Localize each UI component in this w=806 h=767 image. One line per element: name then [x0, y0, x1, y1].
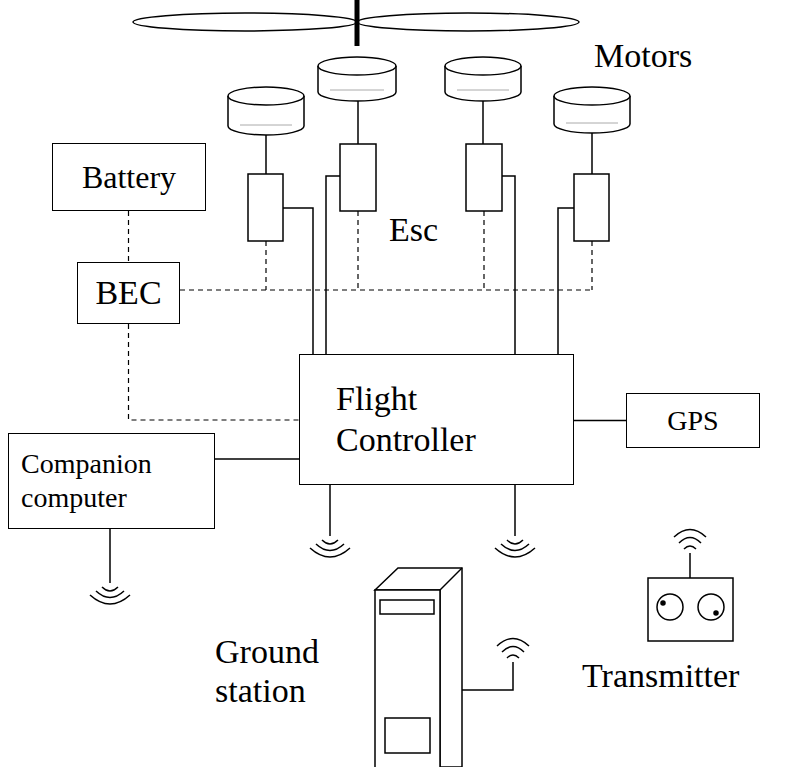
transmitter-label: Transmitter	[582, 656, 804, 695]
shaft	[355, 0, 360, 46]
motor	[554, 87, 630, 133]
node-text: Flight Controller	[336, 379, 535, 461]
battery-box: Battery	[52, 143, 206, 211]
motor-wire	[266, 101, 592, 174]
connector	[215, 458, 299, 460]
transmitter-device	[648, 530, 733, 642]
motor	[445, 57, 521, 101]
power-wire	[180, 211, 592, 290]
connector	[574, 420, 626, 422]
bec-box: BEC	[77, 262, 180, 324]
motors-label: Motors	[594, 36, 794, 75]
node-text: BEC	[86, 273, 171, 314]
signal-wire	[283, 176, 574, 354]
antenna	[462, 639, 529, 691]
motor	[318, 57, 396, 101]
ground-station-tower	[375, 568, 462, 767]
esc-label: Esc	[389, 210, 479, 249]
node-text: Battery	[63, 158, 195, 196]
ground-station-label: Ground station	[215, 632, 365, 710]
gps-box: GPS	[626, 393, 760, 448]
connector	[129, 324, 300, 420]
propeller-blade	[357, 13, 579, 31]
node-text: GPS	[635, 404, 751, 438]
flight-controller-box: Flight Controller	[299, 354, 574, 485]
connector	[128, 211, 129, 262]
motor	[228, 87, 304, 135]
propeller-blade	[133, 13, 357, 31]
companion-computer-box: Companion computer	[8, 433, 215, 529]
node-text: Companion computer	[21, 447, 200, 514]
